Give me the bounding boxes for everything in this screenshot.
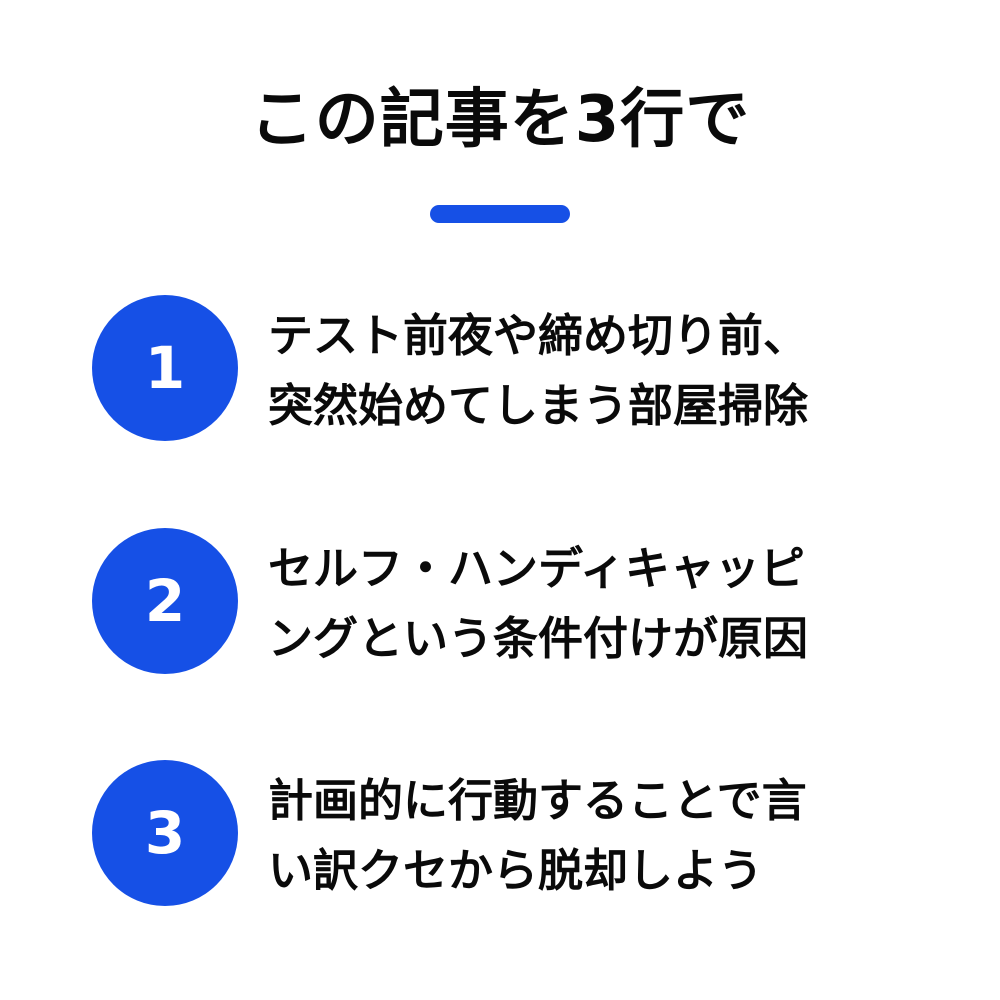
title-underline xyxy=(430,205,570,223)
summary-text-2: セルフ・ハンディキャッピ ングという条件付けが原因 xyxy=(268,534,928,674)
summary-line: テスト前夜や締め切り前、 xyxy=(268,309,809,362)
summary-item-3: 3 計画的に行動することで言 い訳クセから脱却しよう xyxy=(92,760,952,906)
summary-line: 突然始めてしまう部屋掃除 xyxy=(268,379,809,432)
summary-line: い訳クセから脱却しよう xyxy=(268,844,764,897)
page-title: この記事を3行で xyxy=(249,83,751,157)
summary-line: ングという条件付けが原因 xyxy=(268,612,809,665)
summary-line: セルフ・ハンディキャッピ xyxy=(268,542,805,595)
number-badge-3: 3 xyxy=(92,760,238,906)
summary-item-1: 1 テスト前夜や締め切り前、 突然始めてしまう部屋掃除 xyxy=(92,295,952,441)
number-badge-2: 2 xyxy=(92,528,238,674)
summary-item-2: 2 セルフ・ハンディキャッピ ングという条件付けが原因 xyxy=(92,528,952,674)
summary-text-1: テスト前夜や締め切り前、 突然始めてしまう部屋掃除 xyxy=(268,301,928,441)
number-badge-1: 1 xyxy=(92,295,238,441)
summary-text-3: 計画的に行動することで言 い訳クセから脱却しよう xyxy=(268,766,928,906)
summary-line: 計画的に行動することで言 xyxy=(268,774,807,827)
